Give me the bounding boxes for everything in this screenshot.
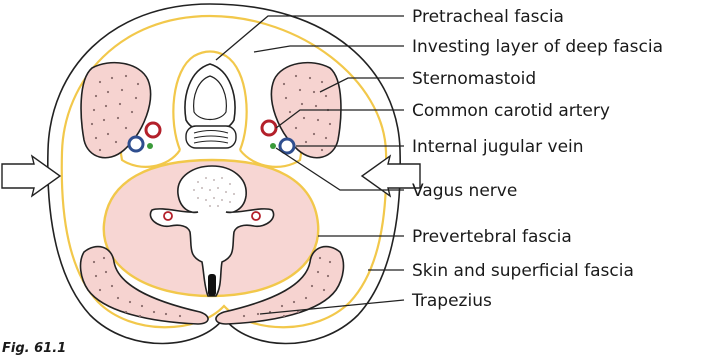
right-jugular-vein xyxy=(280,139,294,153)
label-investing-fascia: Investing layer of deep fascia xyxy=(412,37,663,57)
left-jugular-vein xyxy=(129,137,143,151)
oesophagus xyxy=(186,126,236,148)
label-vagus-nerve: Vagus nerve xyxy=(412,181,517,201)
right-vagus-nerve xyxy=(270,143,276,149)
left-carotid-artery xyxy=(146,123,160,137)
label-skin-superficial: Skin and superficial fascia xyxy=(412,261,634,281)
right-carotid-artery xyxy=(262,121,276,135)
left-vagus-nerve xyxy=(147,143,153,149)
right-vertebral-artery xyxy=(252,212,260,220)
label-prevertebral-fascia: Prevertebral fascia xyxy=(412,227,572,247)
figure-label: Fig. 61.1 xyxy=(2,341,66,356)
label-common-carotid: Common carotid artery xyxy=(412,101,610,121)
label-trapezius: Trapezius xyxy=(411,291,492,311)
label-pretracheal-fascia: Pretracheal fascia xyxy=(412,7,564,27)
label-internal-jugular: Internal jugular vein xyxy=(412,137,584,157)
spinous-process xyxy=(208,274,216,296)
label-sternomastoid: Sternomastoid xyxy=(412,69,536,89)
left-vertebral-artery xyxy=(164,212,172,220)
